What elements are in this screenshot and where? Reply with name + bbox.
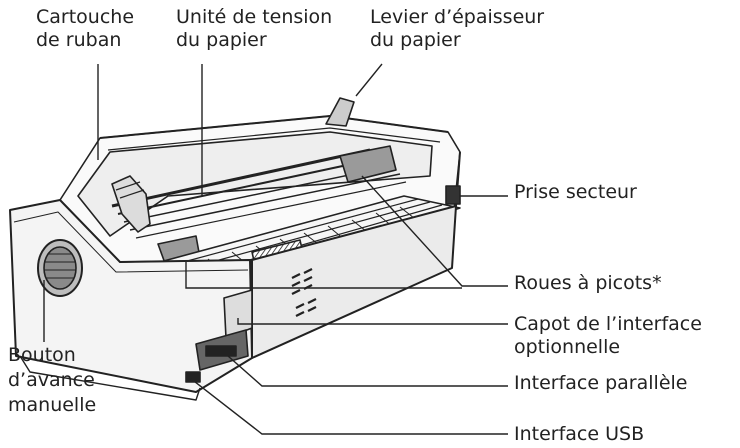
label-power-inlet: Prise secteur (514, 181, 637, 204)
label-parallel-interface: Interface parallèle (514, 372, 687, 395)
label-optional-interface-cover: Capot de l’interface optionnelle (514, 313, 702, 359)
label-manual-feed-knob-line1: Bouton (8, 344, 96, 367)
label-paper-thickness-lever-line1: Levier d’épaisseur (370, 6, 544, 29)
label-paper-tension-unit-line1: Unité de tension (176, 6, 332, 29)
label-manual-feed-knob: Bouton d’avance manuelle (8, 344, 96, 417)
label-optional-interface-cover-line2: optionnelle (514, 336, 702, 359)
label-manual-feed-knob-line2: d’avance (8, 369, 96, 392)
label-manual-feed-knob-line3: manuelle (8, 394, 96, 417)
label-sprocket-wheels: Roues à picots* (514, 272, 662, 295)
label-ribbon-cartridge-line2: de ruban (36, 29, 134, 52)
label-paper-tension-unit-line2: du papier (176, 29, 332, 52)
label-ribbon-cartridge-line1: Cartouche (36, 6, 134, 29)
label-ribbon-cartridge: Cartouche de ruban (36, 6, 134, 52)
label-paper-thickness-lever-line2: du papier (370, 29, 544, 52)
callout-lever (356, 64, 382, 96)
label-paper-tension-unit: Unité de tension du papier (176, 6, 332, 52)
power-inlet-shape (446, 186, 460, 204)
callout-parallel (228, 356, 508, 386)
label-paper-thickness-lever: Levier d’épaisseur du papier (370, 6, 544, 52)
label-optional-interface-cover-line1: Capot de l’interface (514, 313, 702, 336)
label-usb-interface: Interface USB (514, 423, 644, 446)
